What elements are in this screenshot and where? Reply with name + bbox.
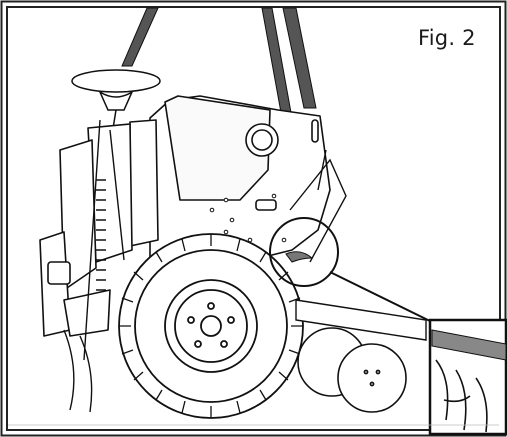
detail-callout: [269, 217, 433, 323]
highlighted-lever: [285, 251, 314, 263]
inner-border: [6, 6, 501, 431]
detail-inset: [428, 318, 507, 436]
figure-label: Fig. 2: [418, 26, 476, 50]
front-wheel: [118, 233, 304, 419]
rivets: [209, 193, 287, 243]
tire-tread: [119, 234, 303, 418]
lift-straps: [121, 7, 317, 119]
hopper-cone: [71, 69, 161, 161]
machine-body: [39, 95, 331, 337]
linkage: [63, 119, 347, 413]
drawbar: [295, 299, 427, 341]
disc-wheels: [297, 327, 407, 413]
